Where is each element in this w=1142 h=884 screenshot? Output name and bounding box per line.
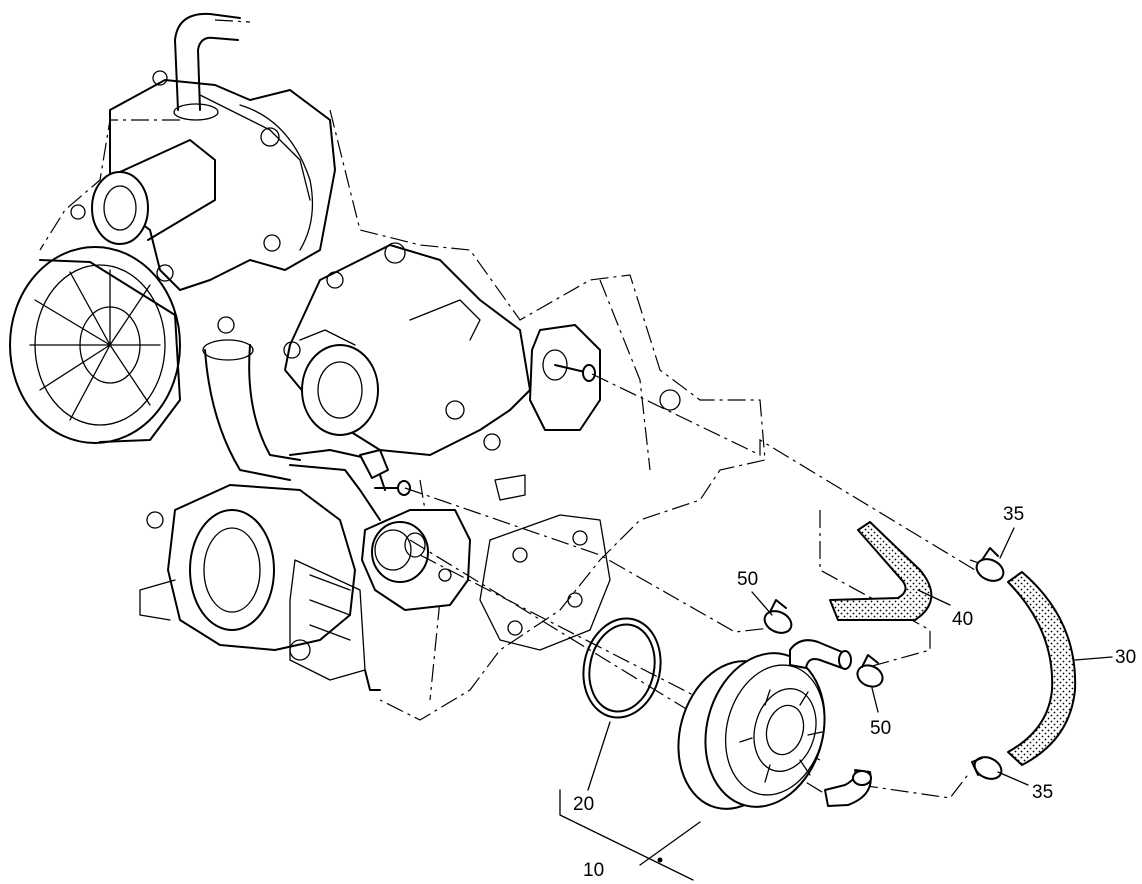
- callout-50-left: 50: [737, 569, 758, 590]
- clamp-part-35-upper: [975, 547, 1005, 582]
- callout-35-lower: 35: [1032, 782, 1053, 803]
- hose-part-40: [829, 521, 933, 621]
- callout-40: 40: [952, 609, 973, 630]
- callout-10: 10: [583, 860, 604, 881]
- hose-part-30: [1007, 571, 1077, 766]
- leader-lines: [559, 527, 1113, 881]
- oil-cooler-part-10: [677, 639, 872, 810]
- fan-pulley: [9, 246, 181, 444]
- clamp-part-35-lower: [971, 756, 1003, 780]
- callout-30: 30: [1115, 647, 1136, 668]
- thermostat-housing: [283, 242, 531, 456]
- o-ring-part-20: [582, 617, 662, 719]
- clamp-part-50-left: [763, 599, 793, 634]
- oil-filter-housing: [139, 484, 356, 651]
- cooler-mount-face: [361, 509, 471, 611]
- callout-50-right: 50: [870, 718, 891, 739]
- callout-35-upper: 35: [1003, 504, 1024, 525]
- callout-20: 20: [573, 794, 594, 815]
- clamp-part-50-right: [856, 654, 884, 688]
- engine-block: [9, 12, 766, 721]
